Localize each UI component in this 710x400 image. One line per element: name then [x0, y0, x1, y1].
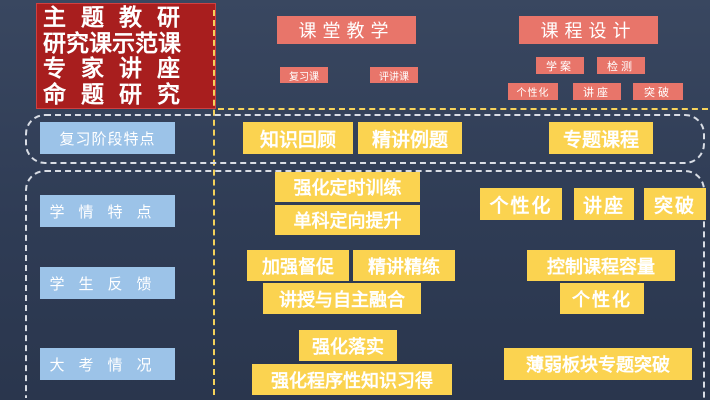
item-weak-topics: 薄弱板块专题突破	[504, 348, 692, 380]
item-timed-training: 强化定时训练	[275, 172, 420, 202]
tag-lecture: 讲座	[573, 83, 621, 100]
title-line-1: 主题教研	[43, 5, 195, 31]
item-knowledge-review: 知识回顾	[243, 122, 353, 154]
item-topic-course: 专题课程	[549, 122, 653, 154]
item-teach-self-blend: 讲授与自主融合	[263, 283, 421, 314]
title-block: 主题教研 研究课示范课 专家讲座 命题研究	[36, 3, 216, 109]
item-supervision: 加强督促	[247, 250, 349, 281]
title-line-3: 专家讲座	[43, 56, 195, 82]
item-concise-practice: 精讲精练	[353, 250, 455, 281]
tag-study-plan: 学案	[536, 57, 584, 74]
item-breakthrough-1: 突破	[644, 188, 706, 220]
title-line-2: 研究课示范课	[43, 30, 181, 57]
label-exam: 大考情况	[40, 348, 175, 380]
tag-test: 检测	[597, 57, 645, 74]
horizontal-divider	[218, 108, 708, 110]
item-control-capacity: 控制课程容量	[527, 250, 675, 281]
item-personalized-2: 个性化	[560, 283, 644, 314]
header-classroom: 课堂教学	[277, 16, 416, 44]
title-line-4: 命题研究	[43, 81, 195, 108]
tag-commentary-class: 评讲课	[370, 67, 418, 83]
item-personalized-1: 个性化	[480, 188, 562, 220]
tag-breakthrough: 突破	[633, 83, 683, 100]
item-single-subject: 单科定向提升	[275, 205, 420, 235]
item-reinforce: 强化落实	[299, 330, 397, 361]
tag-personalized: 个性化	[508, 83, 558, 100]
item-lecture-1: 讲座	[574, 188, 634, 220]
details-box	[25, 170, 705, 398]
stage-row-box	[25, 114, 705, 164]
label-feedback: 学生反馈	[40, 267, 175, 299]
label-learning: 学情特点	[40, 195, 175, 227]
header-course: 课程设计	[519, 16, 658, 44]
label-stage: 复习阶段特点	[40, 122, 175, 154]
tag-review-class: 复习课	[280, 67, 328, 83]
vertical-divider	[213, 10, 215, 395]
item-example-explanation: 精讲例题	[358, 122, 462, 154]
item-procedural-knowledge: 强化程序性知识习得	[252, 364, 452, 395]
